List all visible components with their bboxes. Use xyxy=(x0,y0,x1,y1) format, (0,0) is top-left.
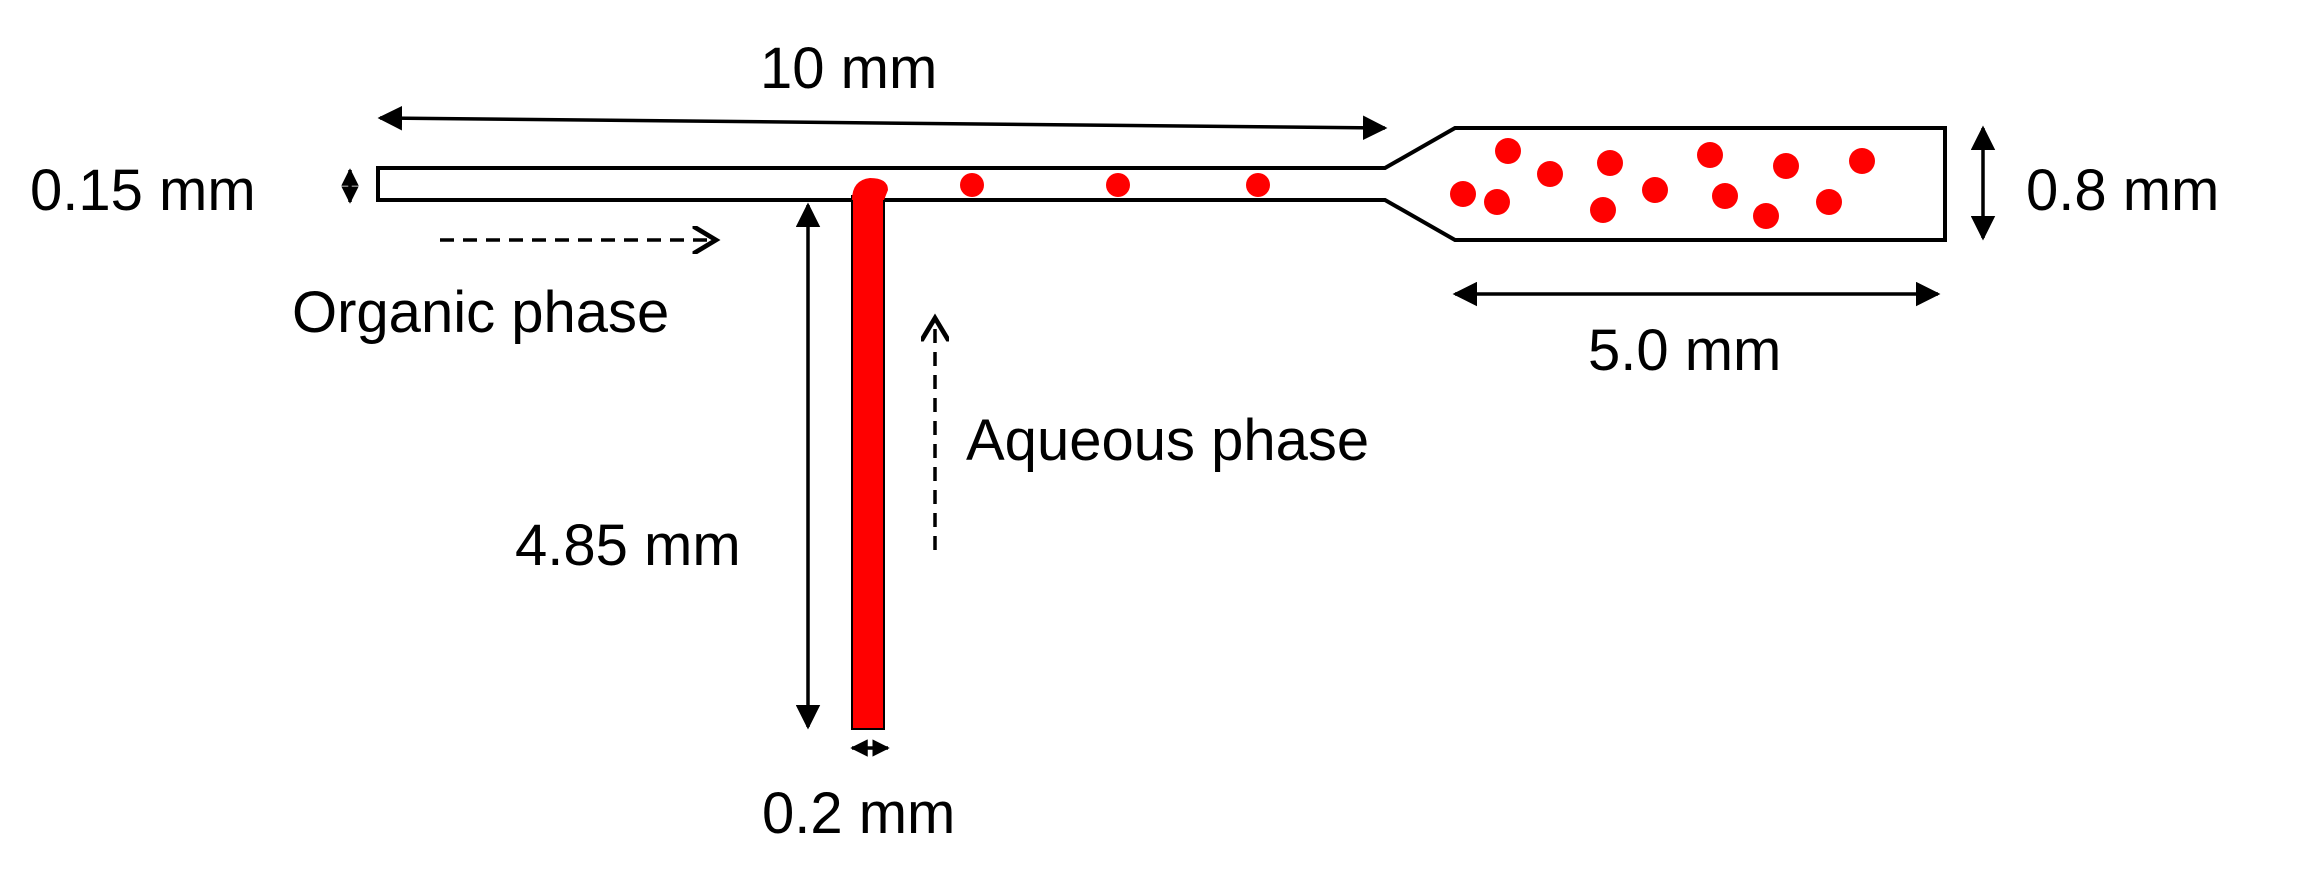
organic-phase-label: Organic phase xyxy=(292,280,669,345)
droplet xyxy=(1106,173,1130,197)
droplet xyxy=(1697,142,1723,168)
main-length-label: 10 mm xyxy=(760,36,937,101)
channel-outline xyxy=(376,126,1947,242)
main-channel-droplets xyxy=(960,173,1270,197)
droplet xyxy=(1590,197,1616,223)
outlet-width-label: 0.8 mm xyxy=(2026,158,2219,223)
aqueous-phase-label: Aqueous phase xyxy=(966,408,1369,473)
droplet xyxy=(1246,173,1270,197)
droplet xyxy=(1773,153,1799,179)
outlet-length-label: 5.0 mm xyxy=(1588,318,1781,383)
droplet xyxy=(1495,138,1521,164)
droplet xyxy=(1597,150,1623,176)
outlet-droplets xyxy=(1450,138,1875,229)
side-length-label: 4.85 mm xyxy=(515,513,741,578)
droplet xyxy=(1712,183,1738,209)
droplet xyxy=(960,173,984,197)
droplet xyxy=(1642,177,1668,203)
side-width-label: 0.2 mm xyxy=(762,781,955,846)
main-length-dimension-arrow xyxy=(377,105,1388,141)
droplet xyxy=(1753,203,1779,229)
aqueous-junction-tip xyxy=(852,178,888,200)
droplet xyxy=(1450,181,1476,207)
droplet xyxy=(1816,189,1842,215)
droplet xyxy=(1537,161,1563,187)
main-width-label: 0.15 mm xyxy=(30,158,256,223)
droplet xyxy=(1484,189,1510,215)
aqueous-inlet-channel xyxy=(851,195,885,730)
droplet xyxy=(1849,148,1875,174)
